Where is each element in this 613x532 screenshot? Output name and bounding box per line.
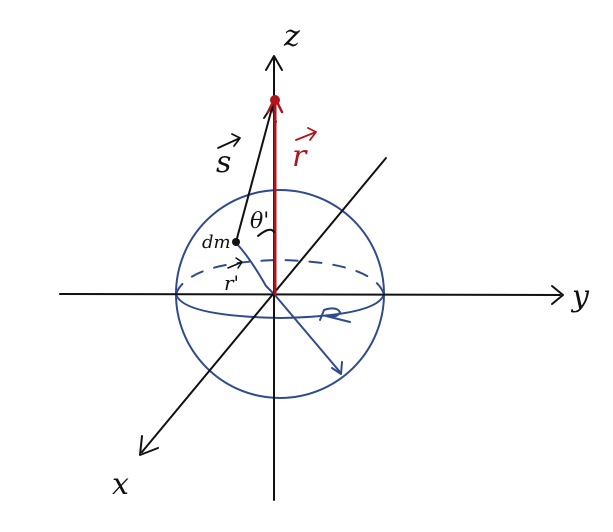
field-point (270, 95, 280, 105)
s-vector-label-arrow (217, 133, 241, 149)
z-axis-label: z (283, 19, 300, 54)
r-prime-label-arrow (227, 257, 243, 269)
radius-arrowhead (331, 361, 343, 375)
theta-prime-arc (257, 228, 275, 237)
sphere-equator-back-dashed (175, 259, 385, 295)
r-vector-label: r (292, 139, 308, 174)
y-axis (59, 293, 561, 296)
s-vector (235, 107, 273, 243)
radius-label (319, 307, 351, 323)
r-prime-label: r' (224, 271, 239, 295)
mass-element-dot (232, 238, 240, 246)
vectors (232, 95, 284, 296)
x-axis-arrowhead (139, 435, 159, 456)
r-vector-label-arrow (295, 127, 317, 141)
axes (59, 55, 564, 501)
sphere-equator-front (175, 293, 385, 319)
r-prime-curve (236, 243, 275, 295)
mass-element-label: dm (202, 232, 231, 253)
y-axis-arrowhead (551, 285, 564, 305)
x-axis-label: x (112, 467, 129, 502)
radius-arrow (273, 293, 341, 373)
x-axis-diagonal (141, 157, 387, 453)
z-axis-arrowhead (265, 55, 283, 71)
theta-prime-label: θ' (250, 209, 269, 234)
y-axis-label: y (570, 279, 590, 314)
labels: z y x s r r' θ' dm R (112, 19, 590, 502)
s-vector-label: s (216, 145, 231, 180)
